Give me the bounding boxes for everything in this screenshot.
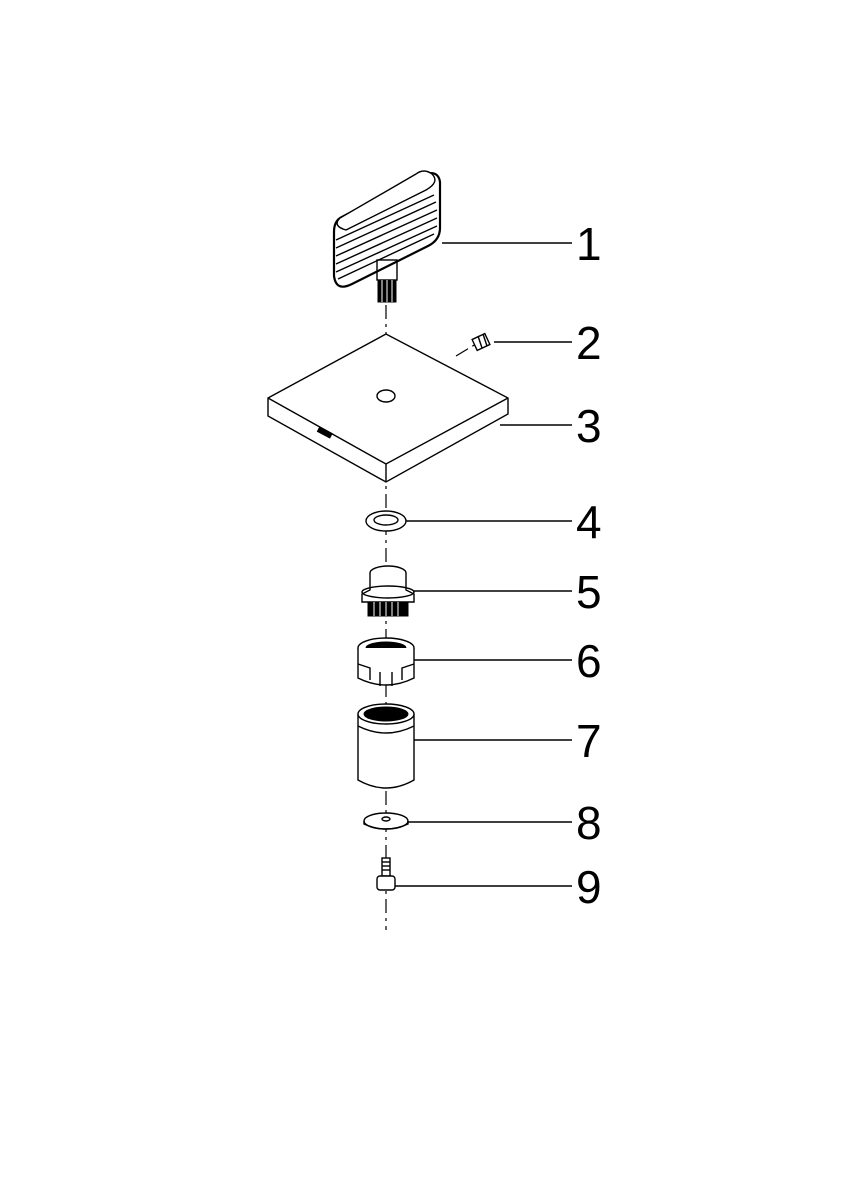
part-6-nut bbox=[357, 637, 572, 686]
callout-7: 7 bbox=[576, 715, 602, 767]
callout-5: 5 bbox=[576, 566, 602, 618]
part-5-adapter bbox=[361, 565, 572, 617]
part-1-handle bbox=[332, 170, 572, 303]
part-4-ring bbox=[365, 510, 572, 532]
callout-9: 9 bbox=[576, 861, 602, 913]
callout-2: 2 bbox=[576, 317, 602, 369]
callout-8: 8 bbox=[576, 797, 602, 849]
part-3-cover-plate bbox=[267, 333, 572, 483]
callout-1: 1 bbox=[576, 218, 602, 270]
callout-6: 6 bbox=[576, 635, 602, 687]
part-8-washer bbox=[363, 812, 572, 830]
part-2-set-screw bbox=[455, 332, 572, 357]
callout-3: 3 bbox=[576, 400, 602, 452]
callout-labels: 1 2 3 4 5 6 7 8 9 bbox=[576, 218, 602, 913]
part-7-sleeve bbox=[357, 703, 572, 789]
part-9-screw bbox=[376, 857, 572, 891]
callout-4: 4 bbox=[576, 496, 602, 548]
